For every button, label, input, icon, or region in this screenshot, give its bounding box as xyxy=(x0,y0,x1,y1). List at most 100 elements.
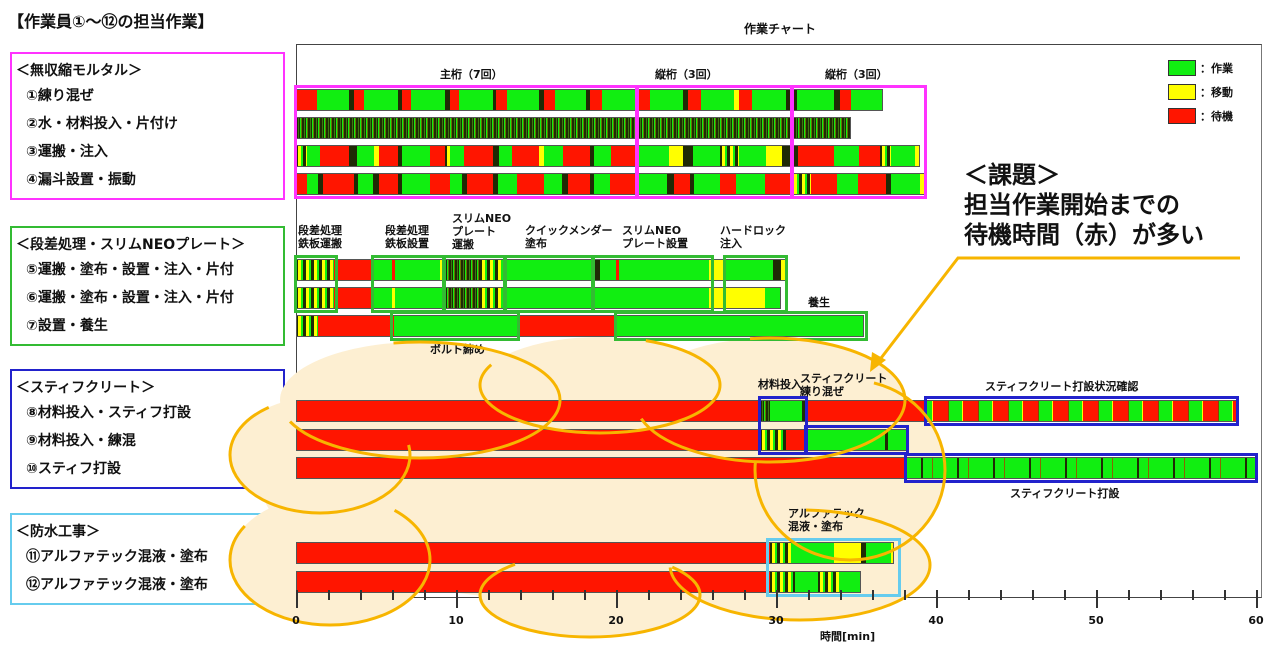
bar-segment-i xyxy=(638,89,650,111)
bar-segment-i xyxy=(296,89,317,111)
bar-segment-w xyxy=(636,173,668,195)
bar-segment-w xyxy=(459,89,493,111)
bar-segment-w xyxy=(500,287,592,309)
bar-segment-k xyxy=(689,173,695,195)
bar-segment-i xyxy=(516,315,616,337)
bar-segment-k xyxy=(590,173,594,195)
bar-outline xyxy=(296,429,908,451)
bar-segment-i xyxy=(334,287,373,309)
x-tick xyxy=(1128,590,1130,600)
bar-segment-k xyxy=(886,173,892,195)
bar-segment-sy xyxy=(880,145,892,167)
x-tick-label: 40 xyxy=(928,614,944,627)
phase-label: スリムNEO プレート設置 xyxy=(622,224,688,250)
bar-segment-w xyxy=(497,173,517,195)
bar-segment-w xyxy=(649,89,684,111)
bar-segment-w xyxy=(739,145,767,167)
phase-label: 縦桁（3回） xyxy=(655,68,718,81)
bar-segment-w xyxy=(851,89,884,111)
bar-segment-i xyxy=(764,173,792,195)
x-tick xyxy=(808,590,810,600)
bar-segment-w xyxy=(593,145,612,167)
bar-segment-w xyxy=(692,145,720,167)
chart-title: 作業チャート xyxy=(744,22,816,36)
bar-segment-w xyxy=(796,89,834,111)
bar-segment-k xyxy=(590,145,594,167)
phase-label: ハードロック 注入 xyxy=(720,224,786,250)
bar-segment-i xyxy=(859,145,880,167)
x-tick xyxy=(1032,590,1034,600)
group-title: ＜スティフクリート＞ xyxy=(16,380,156,396)
legend-item: ：作業 xyxy=(1168,56,1233,80)
x-tick xyxy=(424,590,426,600)
bar-segment-i xyxy=(616,259,620,281)
bar-segment-k xyxy=(539,89,544,111)
bar-segment-w xyxy=(700,89,735,111)
bar-segment-k xyxy=(372,173,380,195)
legend-label: ：作業 xyxy=(1200,62,1233,75)
bar-segment-w xyxy=(395,259,440,281)
legend-swatch xyxy=(1168,108,1196,124)
phase-label: 段差処理 鉄板運搬 xyxy=(298,224,342,250)
phase-label: 主桁（7回） xyxy=(440,68,503,81)
x-tick xyxy=(904,590,906,600)
bar-segment-i xyxy=(449,89,460,111)
bar-segment-i xyxy=(563,145,591,167)
bar-segment-m xyxy=(780,259,786,281)
x-axis-label: 時間[min] xyxy=(820,630,876,643)
bar-segment-w xyxy=(395,287,444,309)
bar-segment-i xyxy=(323,173,354,195)
bar-segment-sy xyxy=(296,259,335,281)
bar-outline xyxy=(296,400,1237,422)
group-title: ＜段差処理・スリムNEOプレート＞ xyxy=(16,237,246,253)
callout-line: 担当作業開始までの xyxy=(964,191,1180,219)
bar-segment-w xyxy=(393,315,517,337)
bar-segment-k xyxy=(683,89,688,111)
bar-segment-w xyxy=(600,259,616,281)
bar-segment-i xyxy=(392,259,396,281)
x-tick xyxy=(936,590,938,608)
bar-segment-w xyxy=(401,173,431,195)
bar-segment-k xyxy=(833,89,840,111)
bar-segment-i xyxy=(334,259,373,281)
bar-segment-i xyxy=(739,89,752,111)
bar-segment-i xyxy=(379,173,399,195)
bar-outline xyxy=(296,117,852,139)
bar-segment-w xyxy=(372,287,392,309)
bar-segment-m xyxy=(920,173,927,195)
bar-segment-m xyxy=(440,259,444,281)
bar-segment-i xyxy=(590,89,602,111)
bar-segment-m xyxy=(392,287,396,309)
bar-segment-k xyxy=(683,145,693,167)
bar-outline xyxy=(296,259,786,281)
bar-segment-m xyxy=(539,145,544,167)
bar-segment-k xyxy=(592,259,600,281)
bar-segment-w xyxy=(636,145,669,167)
bar-segment-w xyxy=(364,89,399,111)
bar-segment-sy xyxy=(444,145,452,167)
bar-segment-k xyxy=(348,145,357,167)
bar-segment-k xyxy=(492,173,498,195)
phase-label: 材料投入 xyxy=(758,378,802,391)
bar-segment-sy xyxy=(296,145,308,167)
worker-label: ③運搬・注入 xyxy=(26,144,108,160)
x-tick xyxy=(1064,590,1066,600)
bar-segment-sy xyxy=(792,173,812,195)
bar-segment-m xyxy=(668,145,684,167)
x-tick xyxy=(1192,590,1194,600)
x-tick-label: 50 xyxy=(1088,614,1104,627)
bar-segment-sy xyxy=(296,287,335,309)
bar-segment-i xyxy=(496,89,508,111)
x-tick xyxy=(968,590,970,600)
bar-segment-m xyxy=(734,89,740,111)
bar-segment-i xyxy=(320,145,349,167)
callout: ＜課題＞ 担当作業開始までの 待機時間（赤）が多い xyxy=(964,160,1204,250)
bar-segment-i xyxy=(568,173,591,195)
page-title: 【作業員①～⑫の担当作業】 xyxy=(8,12,214,31)
phase-label: スティフクリート打設 xyxy=(1010,487,1120,500)
worker-label: ④漏斗設置・振動 xyxy=(26,172,136,188)
bar-segment-k xyxy=(585,89,591,111)
bar-outline xyxy=(296,145,920,167)
bar-segment-i xyxy=(544,89,556,111)
